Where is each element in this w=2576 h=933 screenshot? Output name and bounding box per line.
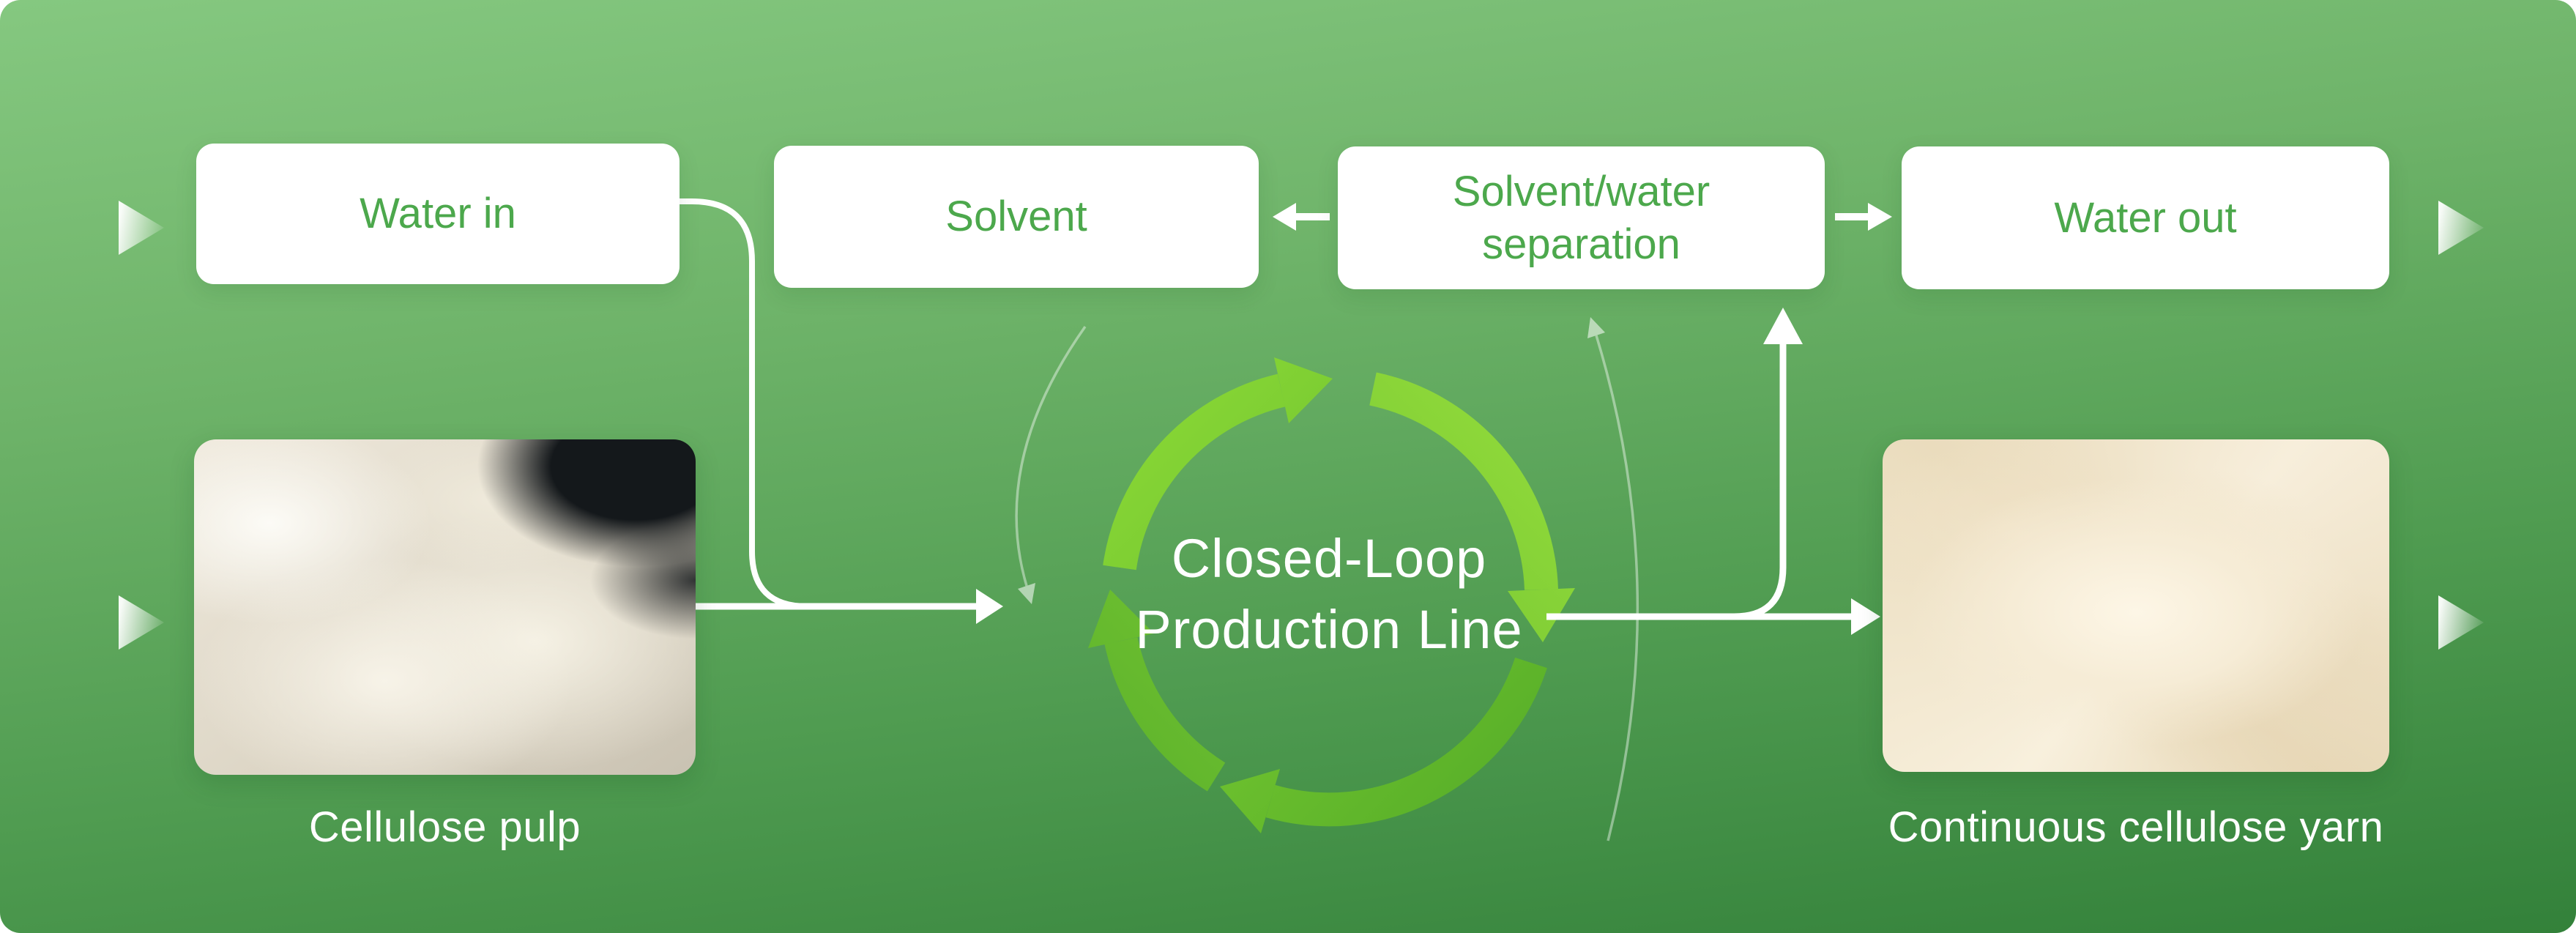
cellulose-pulp-photo — [194, 439, 696, 775]
loop-title-line1: Closed-Loop — [1171, 528, 1487, 589]
faint-cycle-arrow-icon — [1015, 317, 1639, 841]
arrow-separation-to-water-out — [1835, 203, 1892, 231]
flow-box-label: Solvent/water separation — [1452, 167, 1710, 268]
cycle-arrow-icon — [1088, 357, 1575, 833]
continuous-cellulose-yarn-photo — [1883, 439, 2389, 772]
flow-box-label: Water in — [360, 190, 516, 238]
flow-box-solvent-water-separation: Solvent/water separation — [1338, 146, 1825, 289]
flow-box-solvent: Solvent — [774, 146, 1259, 288]
flow-box-label: Solvent — [945, 193, 1087, 241]
cellulose-pulp-caption: Cellulose pulp — [308, 803, 581, 851]
flow-arrow-pulp-to-loop — [696, 589, 1003, 624]
flow-box-water-out: Water out — [1902, 146, 2389, 289]
flow-box-label: Water out — [2054, 193, 2237, 242]
loop-title-line2: Production Line — [1135, 599, 1523, 660]
loop-title: Closed-Loop Production Line — [1036, 523, 1622, 665]
flow-arrow-loop-to-yarn — [1546, 598, 1880, 635]
arrow-separation-to-solvent — [1273, 203, 1330, 231]
continuous-cellulose-yarn-caption: Continuous cellulose yarn — [1888, 803, 2384, 851]
flow-box-water-in: Water in — [196, 144, 680, 284]
water-in-connector-line — [677, 198, 810, 609]
flow-arrow-up-to-separation — [1733, 308, 1803, 620]
